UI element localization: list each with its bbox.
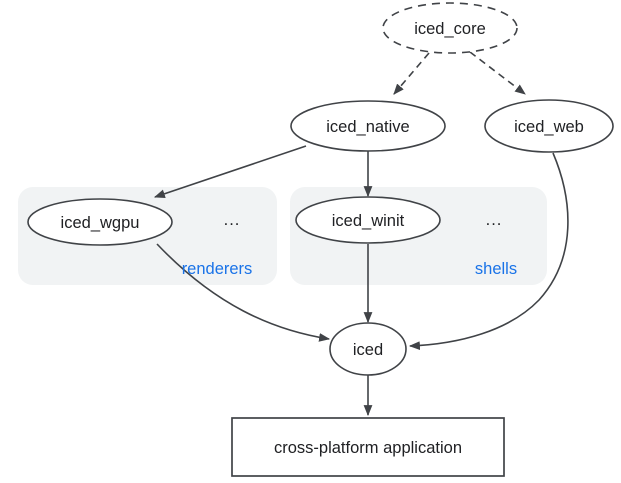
node-iced-core-label: iced_core	[414, 20, 486, 38]
edge-web-to-iced	[408, 152, 569, 350]
node-iced	[329, 322, 407, 376]
edge-native-to-wgpu	[153, 145, 307, 199]
node-iced-core	[382, 2, 518, 54]
group-shells-label: shells	[475, 260, 517, 278]
edge-core-to-native	[393, 52, 430, 95]
renderers-ellipsis-label: ...	[224, 211, 241, 229]
node-iced-native-label: iced_native	[326, 118, 409, 136]
node-iced-winit	[295, 196, 441, 244]
node-iced-native	[290, 100, 446, 152]
node-iced-web	[484, 99, 614, 153]
group-renderers-label: renderers	[182, 260, 253, 278]
node-iced-label: iced	[353, 341, 383, 359]
node-iced-winit-label: iced_winit	[332, 212, 405, 230]
shells-ellipsis-label: ...	[486, 211, 503, 229]
node-cross-platform-application-label: cross-platform application	[274, 439, 462, 457]
node-iced-wgpu	[27, 198, 173, 246]
node-iced-web-label: iced_web	[514, 118, 584, 136]
node-cross-platform-application	[231, 417, 505, 477]
node-iced-wgpu-label: iced_wgpu	[61, 214, 140, 232]
edge-wgpu-to-iced	[156, 243, 331, 342]
edge-core-to-web	[469, 51, 526, 95]
